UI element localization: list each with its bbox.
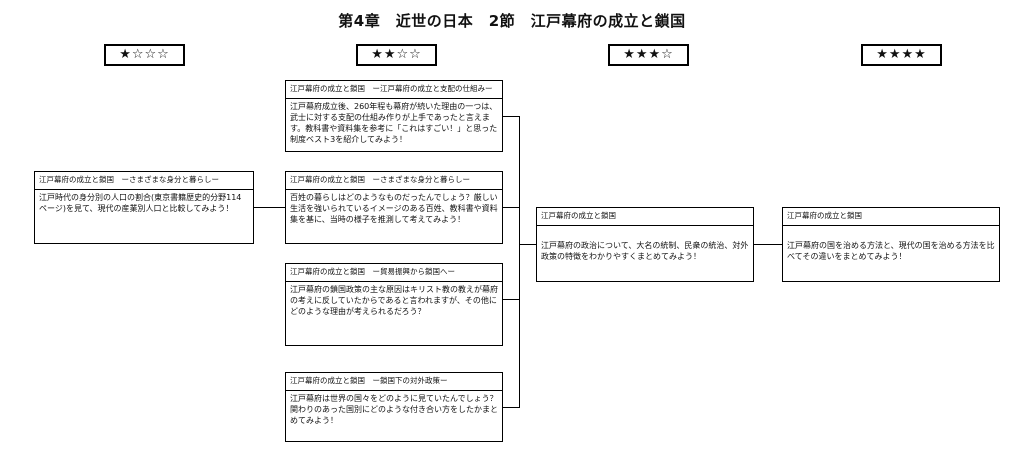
card-compare: 江戸幕府の成立と鎖国 江戸幕府の国を治める方法と、現代の国を治める方法を比べてそ… — [782, 207, 1000, 282]
card-body: 百姓の暮らしはどのようなものだったんでしょう？厳しい生活を強いられているイメージ… — [290, 193, 498, 224]
card-body: 江戸幕府の国を治める方法と、現代の国を治める方法を比べてその違いをまとめてみよう… — [787, 241, 995, 261]
card-foreign: 江戸幕府の成立と鎖国 ー鎖国下の対外政策ー 江戸幕府は世界の国々をどのように見て… — [285, 372, 503, 442]
card-heading: 江戸幕府の成立と鎖国 — [537, 208, 753, 226]
page-title: 第4章 近世の日本 2節 江戸幕府の成立と鎖国 — [338, 12, 686, 30]
card-system: 江戸幕府の成立と鎖国 ー江戸幕府の成立と支配の仕組みー 江戸幕府成立後、260年… — [285, 80, 503, 152]
connector-line — [503, 407, 519, 408]
card-politics: 江戸幕府の成立と鎖国 江戸幕府の政治について、大名の統制、民衆の統治、対外政策の… — [536, 207, 754, 282]
level-1-label: ★☆☆☆ — [104, 44, 185, 66]
card-body: 江戸時代の身分別の人口の割合(東京書籍歴史的分野114ページ)を見て、現代の産業… — [39, 193, 242, 213]
connector-line — [503, 299, 519, 300]
connector-line — [503, 207, 519, 208]
connector-line — [503, 116, 519, 117]
connector-line — [519, 244, 536, 245]
card-heading: 江戸幕府の成立と鎖国 ーさまざまな身分と暮らしー — [35, 172, 253, 190]
connector-line — [254, 207, 285, 208]
card-peasant: 江戸幕府の成立と鎖国 ーさまざまな身分と暮らしー 百姓の暮らしはどのようなものだ… — [285, 171, 503, 244]
card-body: 江戸幕府の政治について、大名の統制、民衆の統治、対外政策の特徴をわかりやすくまと… — [541, 241, 749, 261]
card-status-life: 江戸幕府の成立と鎖国 ーさまざまな身分と暮らしー 江戸時代の身分別の人口の割合(… — [34, 171, 254, 244]
card-seclusion: 江戸幕府の成立と鎖国 ー貿易振興から鎖国へー 江戸幕府の鎖国政策の主な原因はキリ… — [285, 263, 503, 346]
level-2-label: ★★☆☆ — [356, 44, 437, 66]
card-heading: 江戸幕府の成立と鎖国 ー貿易振興から鎖国へー — [286, 264, 502, 282]
card-heading: 江戸幕府の成立と鎖国 ーさまざまな身分と暮らしー — [286, 172, 502, 190]
card-heading: 江戸幕府の成立と鎖国 ー鎖国下の対外政策ー — [286, 373, 502, 391]
card-body: 江戸幕府は世界の国々をどのように見ていたんでしょう？関わりのあった国別にどのよう… — [290, 394, 498, 425]
connector-line — [519, 116, 520, 408]
card-heading: 江戸幕府の成立と鎖国 — [783, 208, 999, 226]
level-4-label: ★★★★ — [861, 44, 942, 66]
card-body: 江戸幕府成立後、260年程も幕府が続いた理由の一つは、武士に対する支配の仕組み作… — [290, 102, 498, 144]
card-heading: 江戸幕府の成立と鎖国 ー江戸幕府の成立と支配の仕組みー — [286, 81, 502, 99]
card-body: 江戸幕府の鎖国政策の主な原因はキリスト教の教えが幕府の考えに反していたからである… — [290, 285, 498, 316]
connector-line — [754, 244, 782, 245]
level-3-label: ★★★☆ — [608, 44, 689, 66]
